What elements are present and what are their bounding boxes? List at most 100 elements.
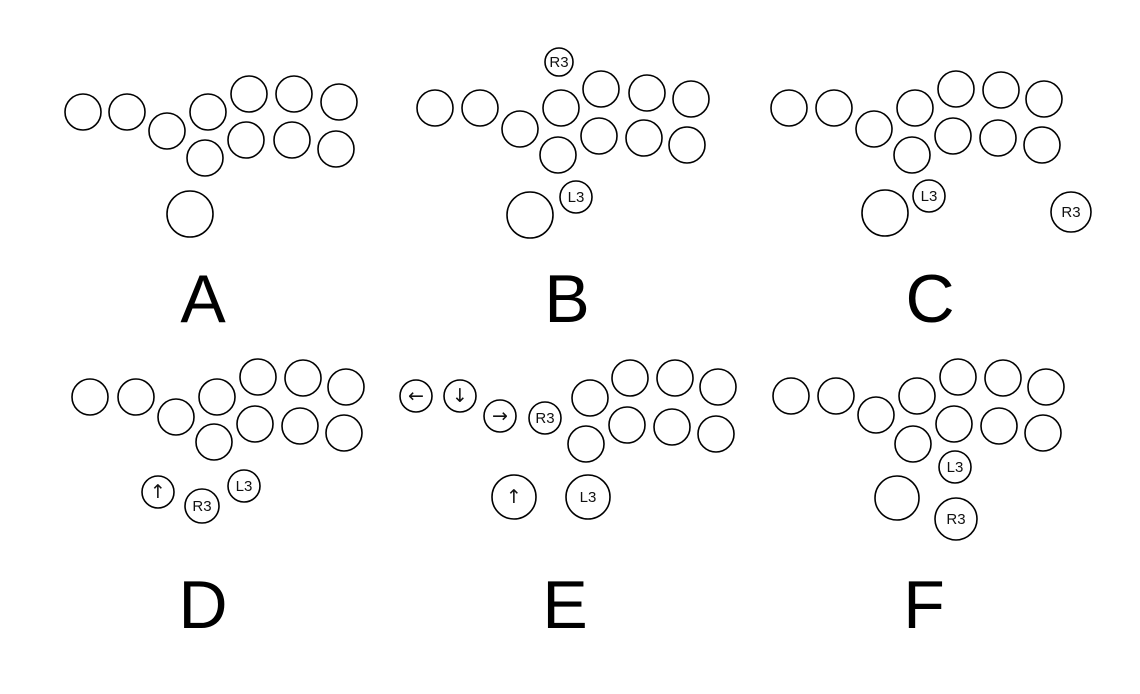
- panel-letter-f: F: [903, 567, 945, 643]
- button-circle: [148, 112, 186, 150]
- button-circle: [230, 75, 268, 113]
- button-circle: [166, 190, 214, 238]
- button-circle: [935, 405, 973, 443]
- button-circle: [653, 408, 691, 446]
- button-circle: [117, 378, 155, 416]
- button-circle: [186, 139, 224, 177]
- button-circle: [772, 377, 810, 415]
- button-circle: [195, 423, 233, 461]
- button-circle: [817, 377, 855, 415]
- button-circle: [571, 379, 609, 417]
- button-label-r3: R3: [192, 498, 211, 515]
- button-circle: [506, 191, 554, 239]
- button-circle: [236, 405, 274, 443]
- button-label-top: R3: [549, 54, 568, 71]
- button-circle: [108, 93, 146, 131]
- button-circle: [861, 189, 909, 237]
- button-circle: [697, 415, 735, 453]
- button-label-r3: R3: [535, 410, 554, 427]
- button-circle: [982, 71, 1020, 109]
- down-arrow-icon: ↓: [452, 385, 468, 407]
- button-circle: [625, 119, 663, 157]
- button-circle: [815, 89, 853, 127]
- button-circle: [1027, 368, 1065, 406]
- button-circle: [628, 74, 666, 112]
- button-circle: [198, 378, 236, 416]
- button-circle: [71, 378, 109, 416]
- right-arrow-icon: →: [492, 405, 508, 427]
- button-label-l3: L3: [580, 489, 597, 506]
- button-circle: [64, 93, 102, 131]
- button-down: [443, 379, 477, 413]
- button-up: [141, 475, 175, 509]
- button-right: [483, 399, 517, 433]
- button-circle: [984, 359, 1022, 397]
- button-r3: [184, 488, 220, 524]
- button-circle: [894, 425, 932, 463]
- button-r3: [1050, 191, 1092, 233]
- button-circle: [281, 407, 319, 445]
- button-circle: [937, 70, 975, 108]
- layout-panel-e: ←↓→R3↑L3E: [399, 359, 737, 643]
- button-label-l3: L3: [236, 478, 253, 495]
- button-circle: [539, 136, 577, 174]
- button-label-l3: L3: [947, 459, 964, 476]
- button-circle: [939, 358, 977, 396]
- button-circle: [857, 396, 895, 434]
- button-circle: [580, 117, 618, 155]
- button-r3: [528, 401, 562, 435]
- button-circle: [189, 93, 227, 131]
- button-up: [491, 474, 537, 520]
- button-circle: [855, 110, 893, 148]
- panel-letter-c: C: [905, 261, 954, 337]
- button-circle: [1024, 414, 1062, 452]
- button-label-l3: L3: [921, 188, 938, 205]
- button-circle: [157, 398, 195, 436]
- button-circle: [934, 117, 972, 155]
- button-circle: [672, 80, 710, 118]
- button-circle: [273, 121, 311, 159]
- button-l3: [559, 180, 593, 214]
- button-l3: [938, 450, 972, 484]
- button-circle: [239, 358, 277, 396]
- button-l3: [565, 474, 611, 520]
- button-circle: [416, 89, 454, 127]
- left-arrow-icon: ←: [408, 385, 424, 407]
- panel-letter-d: D: [178, 567, 227, 643]
- button-circle: [611, 359, 649, 397]
- panel-letter-e: E: [542, 567, 587, 643]
- button-circle: [656, 359, 694, 397]
- button-circle: [893, 136, 931, 174]
- button-circle: [227, 121, 265, 159]
- button-circle: [668, 126, 706, 164]
- button-l3: [912, 179, 946, 213]
- panel-letter-a: A: [180, 261, 226, 337]
- button-circle: [317, 130, 355, 168]
- button-circle: [325, 414, 363, 452]
- button-circle: [461, 89, 499, 127]
- button-circle: [582, 70, 620, 108]
- button-circle: [542, 89, 580, 127]
- button-label-r3: R3: [946, 511, 965, 528]
- button-circle: [898, 377, 936, 415]
- button-r3: [934, 497, 978, 541]
- button-circle: [284, 359, 322, 397]
- layout-panel-a: A: [64, 75, 358, 337]
- button-circle: [979, 119, 1017, 157]
- panel-letter-b: B: [544, 261, 589, 337]
- button-circle: [1025, 80, 1063, 118]
- button-circle: [1023, 126, 1061, 164]
- button-circle: [896, 89, 934, 127]
- button-circle: [275, 75, 313, 113]
- button-label-r3: R3: [1061, 204, 1080, 221]
- button-circle: [327, 368, 365, 406]
- button-label-l3: L3: [568, 189, 585, 206]
- button-l3: [227, 469, 261, 503]
- button-circle: [608, 406, 646, 444]
- button-top: [544, 47, 574, 77]
- button-circle: [699, 368, 737, 406]
